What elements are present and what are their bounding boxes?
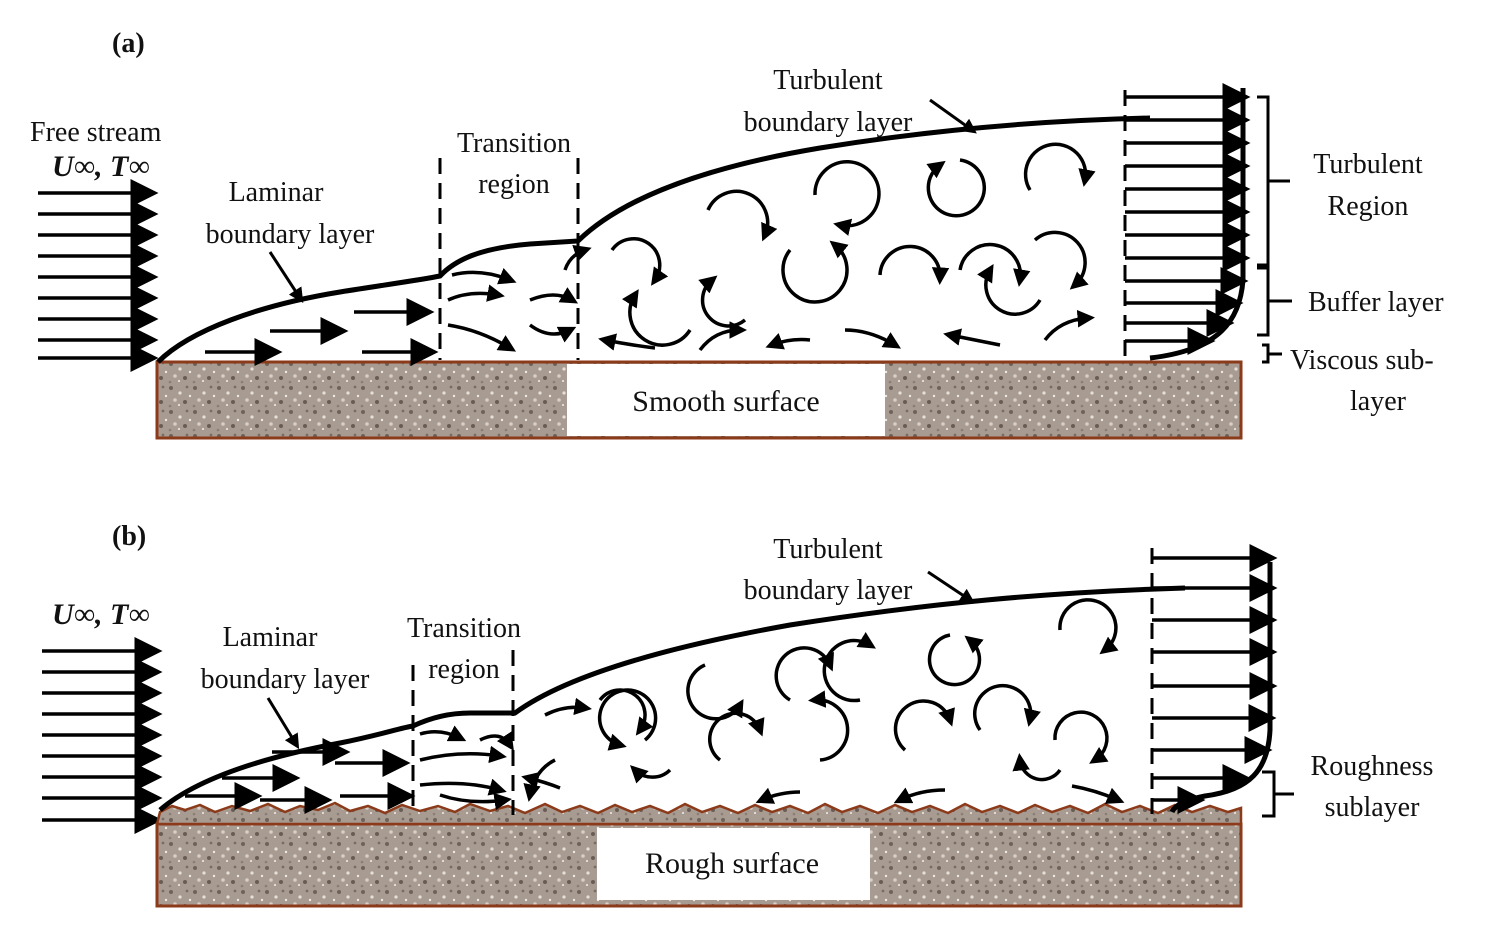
velocity-profile-b [1150,544,1278,818]
free-stream-arrows-a [38,179,159,372]
laminar-label-b-1: Laminar [223,622,319,653]
surface-label-box-a [567,364,885,436]
roughness-sublayer-label-1: Roughness [1311,751,1434,782]
velocity-profile-a [1123,83,1251,361]
buffer-layer-label: Buffer layer [1308,287,1444,318]
turbulent-pointer-a [929,98,977,134]
turbulent-region-bracket [1257,95,1290,267]
transition-label-a-1: Transition [457,128,571,159]
turbulent-label-b-1: Turbulent [773,534,883,565]
transition-label-a-2: region [478,169,550,200]
turbulent-pointer-b [927,570,975,604]
roughness-elements [155,801,1243,826]
near-wall-arrows-b [521,771,1125,804]
buffer-layer-bracket [1257,266,1292,337]
turbulent-label-a-1: Turbulent [773,65,883,96]
viscous-sublayer-label-1: Viscous sub- [1290,345,1434,376]
viscous-sublayer-label-2: layer [1350,386,1407,417]
free-stream-arrows-b [42,637,163,834]
viscous-sublayer-bracket [1262,343,1282,364]
laminar-arrows-a [205,298,439,366]
transition-arrows-a [447,245,592,352]
eddies-b [523,598,1119,802]
free-stream-symbols-a: U∞, T∞ [52,150,150,183]
laminar-pointer-a [268,251,304,304]
panel-a-label: (a) [112,28,145,59]
near-wall-arrows-a [598,310,1095,352]
boundary-layer-edge-a [156,115,1151,364]
free-stream-label: Free stream [30,117,162,148]
laminar-label-a-1: Laminar [229,177,325,208]
smooth-surface-label: Smooth surface [632,385,819,418]
roughness-sublayer-label-2: sublayer [1325,792,1421,823]
surface-label-box-b [597,828,870,900]
laminar-arrows-b [185,738,416,814]
transition-label-b-1: Transition [407,613,521,644]
turbulent-region-label-1: Turbulent [1313,149,1423,180]
turbulent-region-label-2: Region [1328,191,1409,222]
turbulent-label-b-2: boundary layer [744,575,913,606]
panel-b-label: (b) [112,521,146,552]
panel-b: (b) U∞, T∞ Rough surface Transition regi… [42,521,1434,908]
laminar-label-a-2: boundary layer [206,219,375,250]
transition-label-b-2: region [428,654,500,685]
laminar-label-b-2: boundary layer [201,664,370,695]
turbulent-label-a-2: boundary layer [744,107,913,138]
free-stream-symbols-b: U∞, T∞ [52,598,150,631]
laminar-pointer-b [266,697,300,750]
roughness-sublayer-bracket [1262,770,1294,818]
rough-surface-label: Rough surface [645,847,819,880]
panel-a: (a) Free stream U∞, T∞ Smooth surface Tr… [30,28,1444,440]
transition-arrows-b [419,725,514,811]
eddies-a [610,142,1096,347]
